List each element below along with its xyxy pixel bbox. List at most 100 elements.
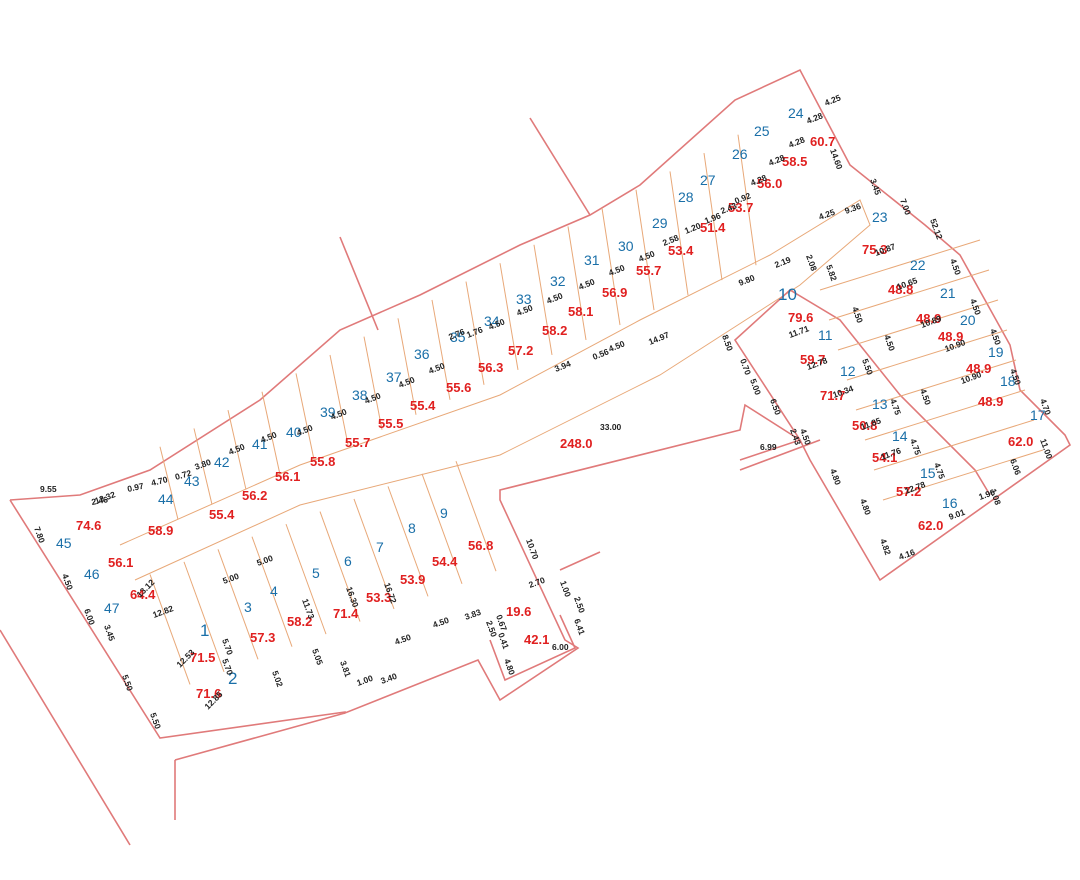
dimension-label-81: 5.02 bbox=[270, 669, 285, 688]
dimension-label-32: 3.45 bbox=[868, 177, 883, 196]
dimension-label-71: 6.00 bbox=[552, 642, 569, 652]
plot-number-22: 22 bbox=[910, 257, 926, 273]
dimension-label-52: 6.99 bbox=[760, 442, 777, 452]
plot-number-32: 32 bbox=[550, 273, 566, 289]
plot-number-37: 37 bbox=[386, 369, 402, 385]
dimension-label-46: 4.82 bbox=[878, 537, 893, 556]
plot-number-13: 13 bbox=[872, 396, 888, 412]
plot-area-12: 71.7 bbox=[820, 388, 845, 403]
lot-divider bbox=[183, 561, 225, 673]
dimension-label-59: 5.82 bbox=[824, 263, 839, 282]
lot-divider bbox=[363, 336, 383, 430]
plot-number-18: 18 bbox=[1000, 373, 1016, 389]
plot-number-46: 46 bbox=[84, 566, 100, 582]
plot-number-4: 4 bbox=[270, 583, 278, 599]
dimension-label-1: 2.46 bbox=[91, 494, 109, 507]
right-road-line bbox=[559, 551, 601, 571]
plot-area-25: 58.5 bbox=[782, 154, 807, 169]
plot-number-5: 5 bbox=[312, 565, 320, 581]
dimension-label-18: 4.50 bbox=[577, 276, 596, 292]
plot-area-34: 57.2 bbox=[508, 343, 533, 358]
plot-number-20: 20 bbox=[960, 312, 976, 328]
plot-area-40: 55.8 bbox=[310, 454, 335, 469]
plot-number-23: 23 bbox=[872, 209, 888, 225]
dimension-label-58: 2.08 bbox=[804, 253, 819, 272]
plot-area-37: 55.4 bbox=[410, 398, 436, 413]
dimension-label-87: 3.45 bbox=[102, 623, 117, 642]
lot-divider bbox=[703, 152, 723, 281]
plot-area-32: 58.1 bbox=[568, 304, 593, 319]
lot-dividers bbox=[149, 134, 1044, 685]
lot-divider bbox=[193, 428, 213, 505]
dimension-label-91: 4.50 bbox=[60, 572, 75, 591]
plot-number-1: 1 bbox=[200, 621, 209, 640]
plot-area-17: 62.0 bbox=[1008, 434, 1033, 449]
plot-area-13: 50.8 bbox=[852, 418, 877, 433]
road-area-label: 248.0 bbox=[560, 436, 593, 451]
plot-number-16: 16 bbox=[942, 495, 958, 511]
plot-area-16: 62.0 bbox=[918, 518, 943, 533]
road-length-label: 33.00 bbox=[600, 422, 622, 432]
dimension-label-80: 5.05 bbox=[310, 647, 325, 666]
dimension-label-6: 4.50 bbox=[227, 441, 246, 457]
plot-area-28: 51.4 bbox=[700, 220, 726, 235]
plot-area-5: 71.4 bbox=[333, 606, 359, 621]
dimension-label-3: 4.70 bbox=[150, 474, 169, 488]
lot-divider bbox=[499, 263, 519, 370]
plot-area-18: 48.9 bbox=[978, 394, 1003, 409]
dimension-label-66: 1.00 bbox=[558, 579, 573, 598]
plot-number-38: 38 bbox=[352, 387, 368, 403]
lot-divider bbox=[387, 486, 429, 597]
dimension-label-90: 6.00 bbox=[82, 607, 97, 626]
plot-area-9: 56.8 bbox=[468, 538, 493, 553]
plot-area-30: 55.7 bbox=[636, 263, 661, 278]
lot-divider bbox=[828, 269, 990, 321]
dimension-label-63: 4.50 bbox=[607, 338, 626, 354]
plot-area-19: 48.9 bbox=[966, 361, 991, 376]
lot-divider bbox=[737, 134, 757, 266]
plot-number-7: 7 bbox=[376, 539, 384, 555]
lot-divider bbox=[882, 449, 1044, 501]
plot-number-28: 28 bbox=[678, 189, 694, 205]
plot-area-10: 79.6 bbox=[788, 310, 813, 325]
plot-area-24: 60.7 bbox=[810, 134, 835, 149]
dimension-label-35: 4.50 bbox=[948, 257, 963, 276]
plot-area-26: 56.0 bbox=[757, 176, 782, 191]
lot-divider bbox=[873, 419, 1035, 471]
lot-divider bbox=[397, 318, 417, 415]
dimension-label-55: 8.50 bbox=[720, 333, 735, 352]
plot-number-26: 26 bbox=[732, 146, 748, 162]
dimension-label-111: 9.36 bbox=[843, 201, 862, 216]
dimension-label-7: 4.50 bbox=[259, 429, 278, 445]
dimension-label-79: 3.81 bbox=[338, 659, 353, 678]
dimension-label-30: 4.25 bbox=[823, 92, 842, 108]
dimension-label-100: 11.71 bbox=[787, 323, 810, 340]
dimension-label-75: 4.50 bbox=[431, 615, 450, 630]
plot-area-2: 71.6 bbox=[196, 686, 221, 701]
plot-area-45: 74.6 bbox=[76, 518, 101, 533]
plot-area-46: 56.1 bbox=[108, 555, 133, 570]
plot-number-6: 6 bbox=[344, 553, 352, 569]
dimension-label-78: 1.00 bbox=[355, 673, 374, 688]
plot-number-35: 35 bbox=[450, 329, 466, 345]
plot-number-25: 25 bbox=[754, 123, 770, 139]
plot-number-15: 15 bbox=[920, 465, 936, 481]
plot-number-34: 34 bbox=[484, 313, 500, 329]
plot-number-2: 2 bbox=[228, 669, 237, 688]
dimension-label-70: 6.41 bbox=[572, 617, 587, 636]
plot-number-31: 31 bbox=[584, 252, 600, 268]
plot-number-9: 9 bbox=[440, 505, 448, 521]
dimension-label-72: 4.80 bbox=[502, 657, 517, 676]
plot-number-44: 44 bbox=[158, 491, 174, 507]
lot-divider bbox=[251, 536, 293, 647]
lot-divider bbox=[846, 329, 1008, 381]
plot-area-42: 56.2 bbox=[242, 488, 267, 503]
dimension-label-14: 1.76 bbox=[465, 324, 484, 340]
dimension-label-88: 5.50 bbox=[120, 673, 135, 692]
lot-divider bbox=[319, 511, 361, 622]
plot-area-39: 55.7 bbox=[345, 435, 370, 450]
plot-area-15: 57.2 bbox=[896, 484, 921, 499]
plot-area-43: 55.4 bbox=[209, 507, 235, 522]
